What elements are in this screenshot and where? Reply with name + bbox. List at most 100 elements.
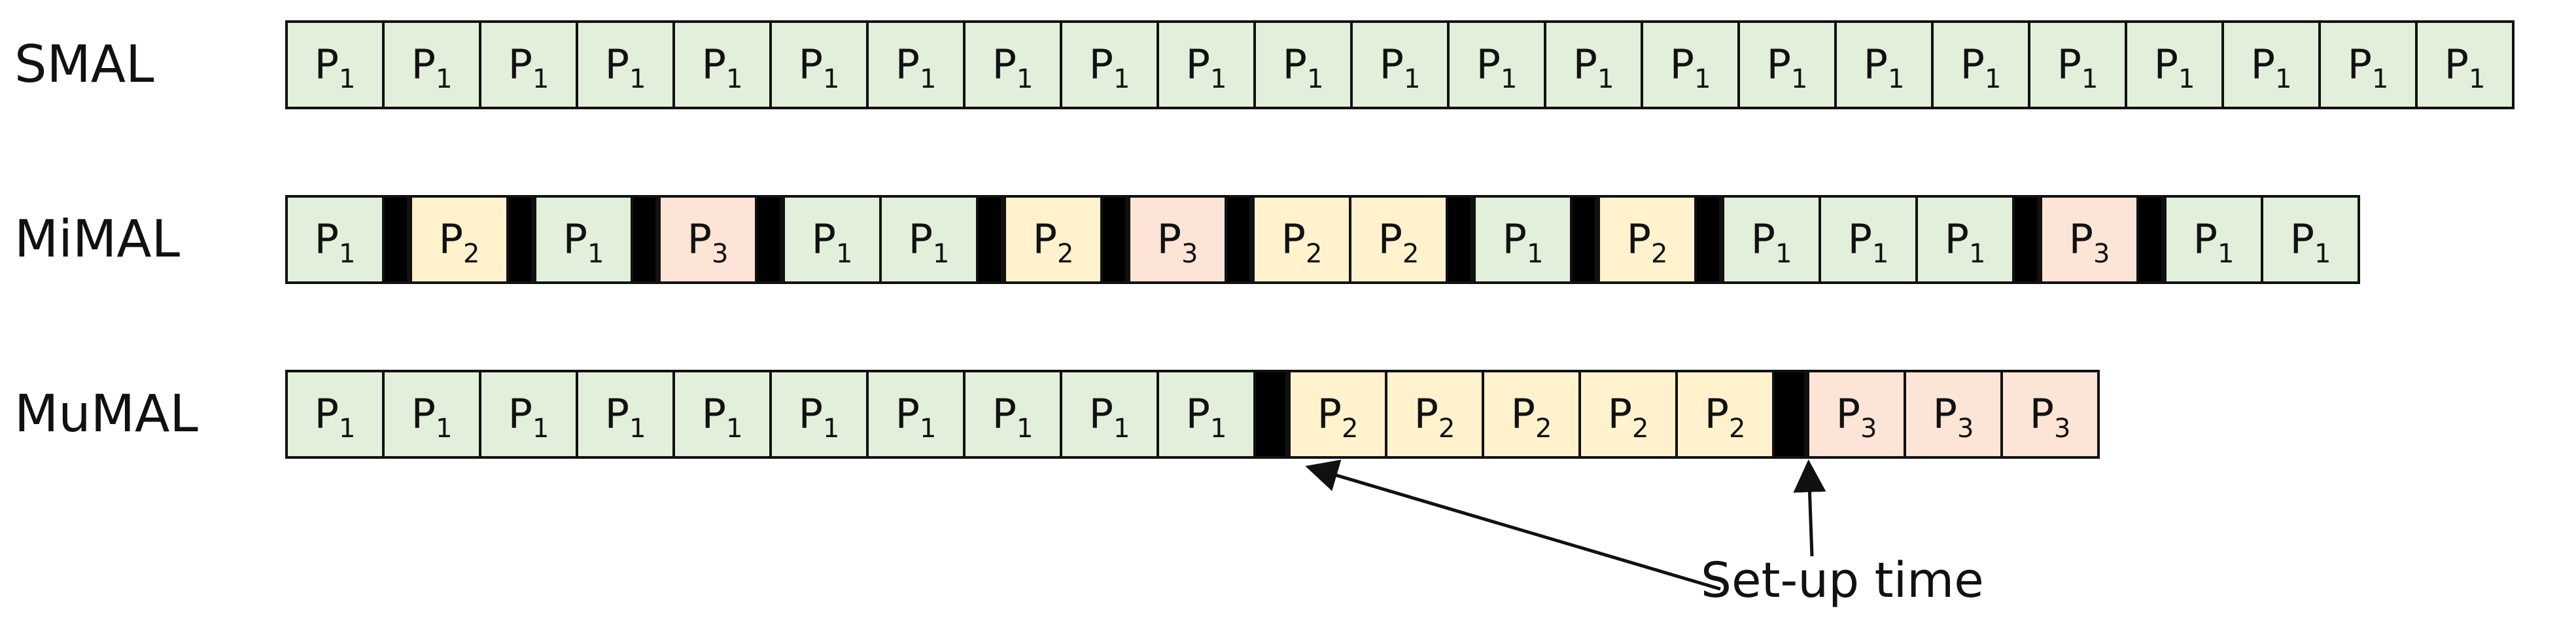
product-cell-p1: P1 <box>285 195 385 284</box>
product-cell-p1: P1 <box>534 195 633 284</box>
product-letter: P <box>2029 390 2054 438</box>
product-subscript: 1 <box>1887 64 1905 94</box>
row-label-mumal: MuMAL <box>14 385 198 444</box>
product-cell-p1: P1 <box>285 20 385 109</box>
product-letter: P <box>701 41 726 88</box>
setup-time-label: Set-up time <box>1701 552 1984 609</box>
product-letter: P <box>604 390 629 438</box>
product-letter: P <box>1704 390 1729 438</box>
product-subscript: 1 <box>919 64 937 94</box>
product-cell-p1: P1 <box>866 370 966 459</box>
product-subscript: 1 <box>822 414 840 444</box>
product-cell-p1: P1 <box>479 370 578 459</box>
product-cell-p1: P1 <box>1834 20 1934 109</box>
product-cell-p3: P3 <box>2040 195 2139 284</box>
setup-block <box>1446 195 1473 284</box>
product-cell-p1: P1 <box>1722 195 1821 284</box>
product-letter: P <box>798 390 823 438</box>
product-letter: P <box>1750 215 1775 263</box>
product-cell-p1: P1 <box>2125 20 2224 109</box>
product-cell-p2: P2 <box>1482 370 1581 459</box>
product-letter: P <box>314 390 339 438</box>
product-subscript: 1 <box>1597 64 1614 94</box>
product-cell-p1: P1 <box>1447 20 1546 109</box>
product-cell-p2: P2 <box>1252 195 1351 284</box>
product-subscript: 1 <box>932 239 950 269</box>
product-letter: P <box>2193 215 2218 263</box>
product-letter: P <box>1088 390 1113 438</box>
setup-block <box>2012 195 2040 284</box>
product-cell-p1: P1 <box>2028 20 2127 109</box>
product-cell-p2: P2 <box>1288 370 1387 459</box>
product-cell-p1: P1 <box>1060 370 1159 459</box>
product-subscript: 1 <box>835 239 853 269</box>
product-subscript: 2 <box>1341 414 1359 444</box>
product-subscript: 1 <box>532 64 549 94</box>
product-cell-p1: P1 <box>1931 20 2030 109</box>
setup-block <box>976 195 1003 284</box>
product-subscript: 1 <box>1403 64 1421 94</box>
product-cell-p1: P1 <box>1915 195 2015 284</box>
setup-block <box>382 195 409 284</box>
product-cell-p1: P1 <box>1157 370 1256 459</box>
product-letter: P <box>1185 41 1210 88</box>
product-cell-p3: P3 <box>1807 370 1906 459</box>
product-cell-p1: P1 <box>382 20 481 109</box>
product-cell-p1: P1 <box>769 20 869 109</box>
product-subscript: 1 <box>435 414 453 444</box>
product-letter: P <box>1317 390 1342 438</box>
product-subscript: 1 <box>629 64 646 94</box>
product-cell-p2: P2 <box>1675 370 1775 459</box>
product-subscript: 1 <box>1113 64 1130 94</box>
product-subscript: 3 <box>2093 239 2110 269</box>
product-cell-p1: P1 <box>2164 195 2263 284</box>
row-label-mimal: MiMAL <box>14 210 181 269</box>
product-letter: P <box>992 41 1017 88</box>
product-cell-p1: P1 <box>879 195 979 284</box>
product-cell-p1: P1 <box>672 20 772 109</box>
product-cell-p1: P1 <box>782 195 882 284</box>
product-letter: P <box>1932 390 1957 438</box>
product-letter: P <box>1476 41 1501 88</box>
product-subscript: 2 <box>1631 414 1649 444</box>
product-cell-p1: P1 <box>2261 195 2360 284</box>
product-cell-p1: P1 <box>2318 20 2418 109</box>
product-cell-p1: P1 <box>479 20 578 109</box>
row-label-smal: SMAL <box>14 35 154 94</box>
product-cell-p1: P1 <box>1350 20 1450 109</box>
product-letter: P <box>1281 215 1306 263</box>
product-subscript: 1 <box>2468 64 2486 94</box>
setup-block <box>755 195 782 284</box>
product-subscript: 1 <box>435 64 453 94</box>
product-subscript: 1 <box>532 414 549 444</box>
product-letter: P <box>411 41 436 88</box>
product-cell-p2: P2 <box>1578 370 1678 459</box>
setup-block <box>1570 195 1597 284</box>
product-subscript: 1 <box>338 239 356 269</box>
product-subscript: 3 <box>1957 414 1974 444</box>
product-cell-p3: P3 <box>2000 370 2100 459</box>
product-letter: P <box>895 390 920 438</box>
product-cell-p1: P1 <box>1641 20 1740 109</box>
product-subscript: 1 <box>1790 64 1808 94</box>
product-letter: P <box>701 390 726 438</box>
product-subscript: 1 <box>1694 64 1711 94</box>
product-subscript: 1 <box>1016 414 1034 444</box>
product-letter: P <box>798 41 823 88</box>
product-subscript: 1 <box>587 239 604 269</box>
product-letter: P <box>1607 390 1632 438</box>
product-subscript: 1 <box>2314 239 2331 269</box>
product-subscript: 1 <box>1775 239 1792 269</box>
product-cell-p1: P1 <box>285 370 385 459</box>
product-subscript: 3 <box>1181 239 1198 269</box>
product-letter: P <box>1863 41 1888 88</box>
product-subscript: 1 <box>919 414 937 444</box>
product-cell-p1: P1 <box>1737 20 1837 109</box>
product-letter: P <box>508 41 532 88</box>
product-subscript: 1 <box>1500 64 1518 94</box>
product-cell-p2: P2 <box>1597 195 1697 284</box>
product-subscript: 2 <box>1056 239 1074 269</box>
product-letter: P <box>1669 41 1694 88</box>
product-letter: P <box>1836 390 1860 438</box>
